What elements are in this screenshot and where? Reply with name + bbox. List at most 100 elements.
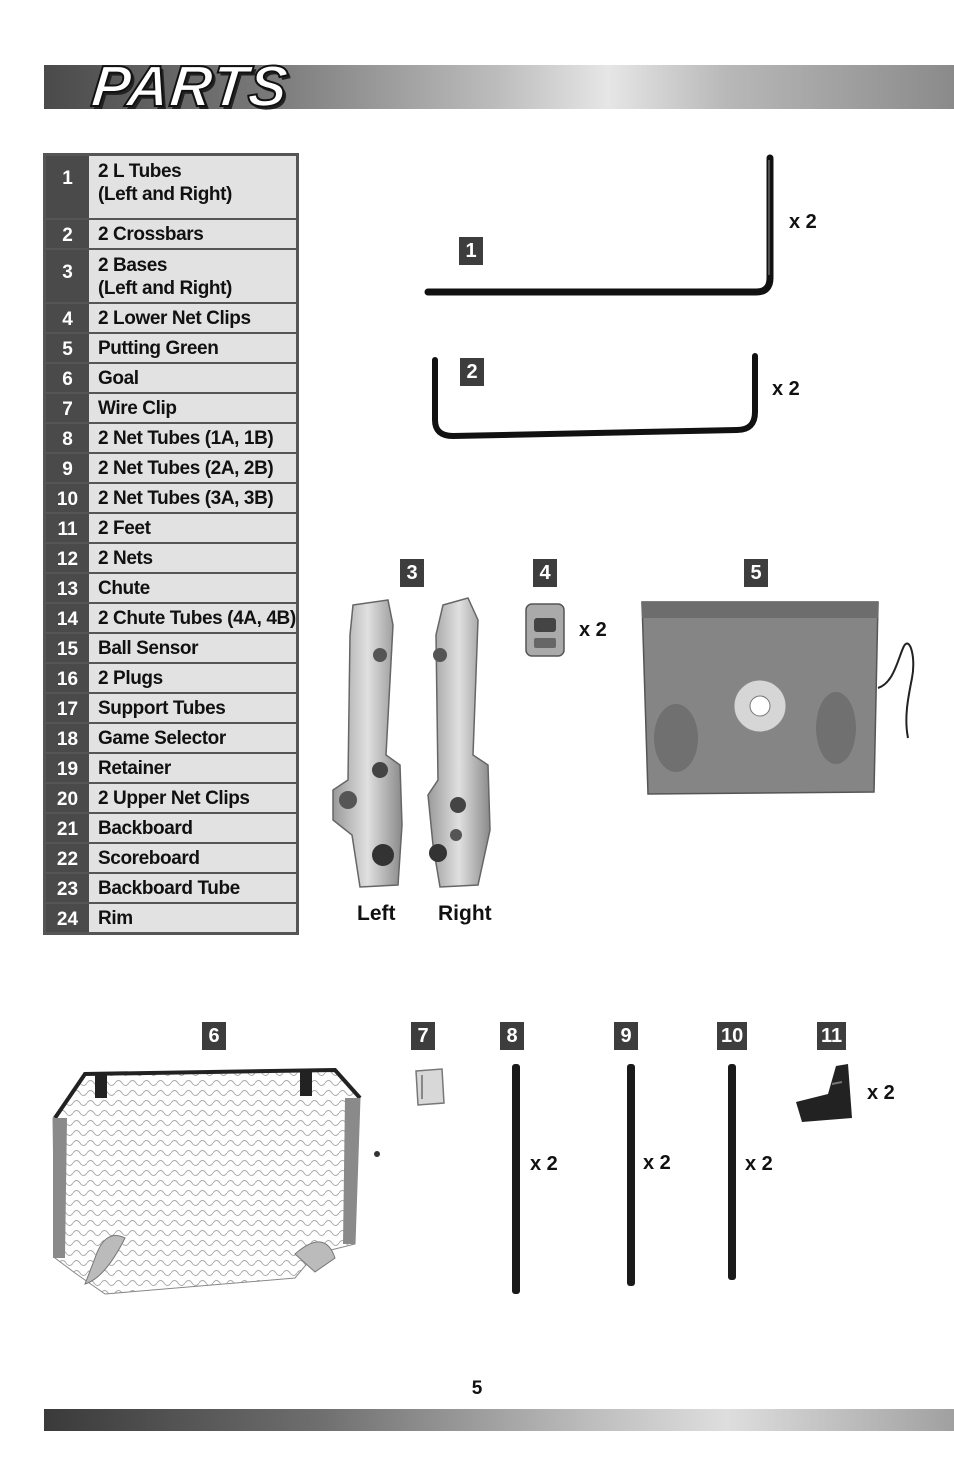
footer-bar	[44, 1409, 954, 1431]
part-number: 3	[46, 250, 89, 302]
feet-illustration	[796, 1064, 852, 1122]
part-label: Game Selector	[89, 724, 296, 752]
part-badge-9: 9	[614, 1022, 638, 1050]
part-badge-8: 8	[500, 1022, 524, 1050]
part-number: 17	[46, 694, 89, 722]
part-label: 2 L Tubes (Left and Right)	[89, 156, 296, 218]
part-number: 11	[46, 514, 89, 542]
part-number: 4	[46, 304, 89, 332]
part-number: 9	[46, 454, 89, 482]
goal-illustration	[52, 1067, 380, 1295]
part-number: 21	[46, 814, 89, 842]
part-label: Wire Clip	[89, 394, 296, 422]
part-label: Goal	[89, 364, 296, 392]
part-number: 5	[46, 334, 89, 362]
part-label: 2 Crossbars	[89, 220, 296, 248]
wire-clip-illustration	[415, 1068, 445, 1106]
part-label: Support Tubes	[89, 694, 296, 722]
part-number: 7	[46, 394, 89, 422]
part-number: 23	[46, 874, 89, 902]
part-badge-6: 6	[202, 1022, 226, 1050]
part-label: 2 Net Tubes (3A, 3B)	[89, 484, 296, 512]
page-number: 5	[471, 1378, 483, 1399]
part-label: 2 Nets	[89, 544, 296, 572]
qty-label-11: x 2	[867, 1082, 895, 1104]
part-label: Backboard	[89, 814, 296, 842]
part-label: Retainer	[89, 754, 296, 782]
part-number: 8	[46, 424, 89, 452]
qty-label-2: x 2	[772, 378, 800, 400]
part-number: 20	[46, 784, 89, 812]
part-label: Scoreboard	[89, 844, 296, 872]
left-label: Left	[357, 902, 396, 925]
part-label: 2 Bases (Left and Right)	[89, 250, 296, 302]
part-number: 12	[46, 544, 89, 572]
part-label: Putting Green	[89, 334, 296, 362]
qty-label-10: x 2	[745, 1153, 773, 1175]
part-badge-7: 7	[411, 1022, 435, 1050]
part-number: 10	[46, 484, 89, 512]
part-label: 2 Chute Tubes (4A, 4B)	[89, 604, 296, 632]
part-label: 2 Plugs	[89, 664, 296, 692]
qty-label-4: x 2	[579, 619, 607, 641]
bases-illustration	[332, 597, 491, 888]
crossbar-illustration	[432, 353, 758, 440]
part-badge-10: 10	[717, 1022, 748, 1050]
part-label: 2 Feet	[89, 514, 296, 542]
part-number: 22	[46, 844, 89, 872]
page-title: PARTS	[88, 53, 293, 120]
part-badge-1: 1	[459, 237, 483, 265]
qty-label-8: x 2	[530, 1153, 558, 1175]
part-badge-5: 5	[744, 559, 768, 587]
part-label: Rim	[89, 904, 296, 932]
part-label: 2 Upper Net Clips	[89, 784, 296, 812]
part-number: 18	[46, 724, 89, 752]
part-label: Backboard Tube	[89, 874, 296, 902]
net-tube-1-illustration	[512, 1064, 520, 1294]
net-tube-3-illustration	[728, 1064, 736, 1280]
l-tube-illustration	[424, 154, 774, 296]
part-badge-11: 11	[817, 1022, 847, 1050]
part-number: 1	[46, 156, 89, 218]
part-label: 2 Net Tubes (1A, 1B)	[89, 424, 296, 452]
part-badge-3: 3	[400, 559, 424, 587]
qty-label-1: x 2	[789, 211, 817, 233]
part-number: 24	[46, 904, 89, 932]
part-number: 2	[46, 220, 89, 248]
putting-green-illustration	[641, 601, 915, 795]
lower-net-clip-illustration	[525, 603, 565, 657]
part-number: 16	[46, 664, 89, 692]
part-label: 2 Lower Net Clips	[89, 304, 296, 332]
part-number: 6	[46, 364, 89, 392]
right-label: Right	[438, 902, 492, 925]
part-badge-4: 4	[533, 559, 557, 587]
header-bar	[44, 65, 954, 109]
part-badge-2: 2	[460, 358, 484, 386]
part-number: 15	[46, 634, 89, 662]
part-label: Chute	[89, 574, 296, 602]
qty-label-9: x 2	[643, 1152, 671, 1174]
part-label: 2 Net Tubes (2A, 2B)	[89, 454, 296, 482]
